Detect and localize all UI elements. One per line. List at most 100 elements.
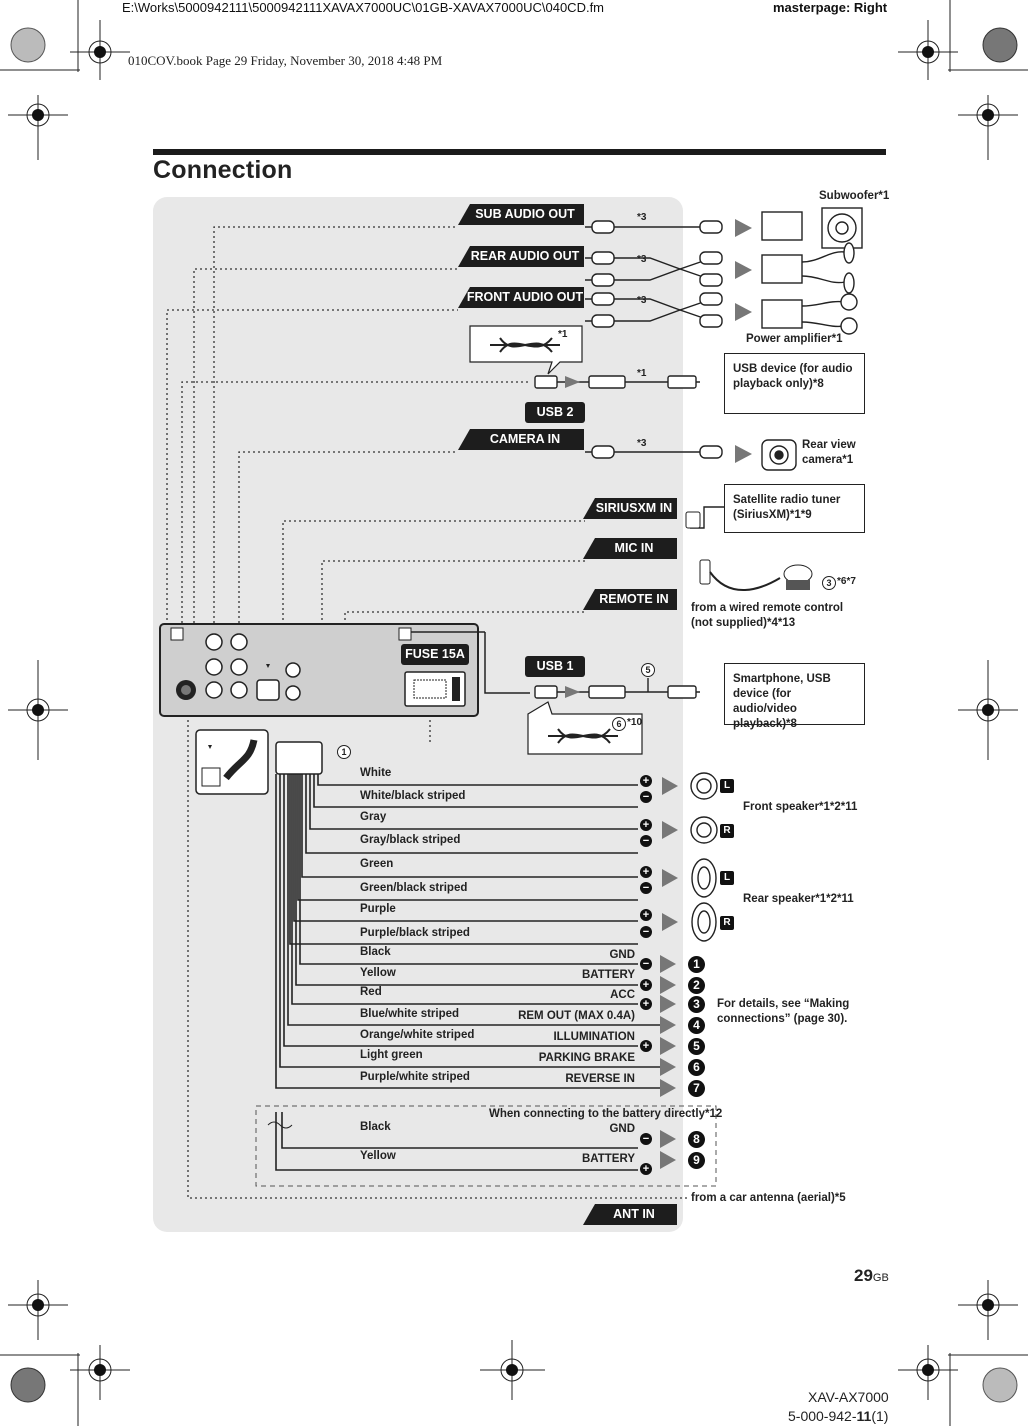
wire-function: GND [609,949,635,961]
channel-badge: R [720,824,734,838]
wire-label: Blue/white striped [360,1008,460,1020]
polarity-badge: + [640,998,652,1010]
usb-device-audio-box: USB device (for audio playback only)*8 [724,353,865,414]
sub-audio-out-terminal: SUB AUDIO OUT [458,204,584,225]
wire-label: Gray/black striped [360,834,461,846]
rear-speaker-label: Rear speaker*1*2*11 [743,893,854,905]
book-line: 010COV.book Page 29 Friday, November 30,… [128,53,443,68]
part-prefix: 5-000-942- [788,1408,857,1424]
connection-number: 5 [688,1038,705,1055]
for-details-label: For details, see “Making connections” (p… [717,998,850,1025]
footnote-camera: *3 [637,438,647,449]
wire-label: Black [360,1121,391,1133]
remote-in-terminal: REMOTE IN [583,589,677,610]
subwoofer-label: Subwoofer*1 [819,190,890,202]
wire-function: ACC [610,989,635,1001]
footnote-usb2-cable: *1 [558,329,568,340]
front-audio-out-terminal: FRONT AUDIO OUT [458,287,584,308]
polarity-badge: + [640,1163,652,1175]
connection-number: 9 [688,1152,705,1169]
connection-number: 4 [688,1017,705,1034]
part-bold: 11 [856,1408,872,1424]
wire-label: Light green [360,1049,423,1061]
polarity-badge: + [640,909,652,921]
masterpage-label: masterpage: Right [773,0,888,15]
smartphone-usb-box: Smartphone, USB device (for audio/video … [724,663,865,730]
circled-5-usb1: 5 [641,663,655,677]
wire-label: Purple [360,903,396,915]
rear-view-camera-label: Rear view camera*1 [802,439,856,466]
connection-number: 3 [688,996,705,1013]
satellite-tuner-box: Satellite radio tuner (SiriusXM)*1*9 [724,484,865,533]
circled-3-mic: 3 [822,576,836,590]
channel-badge: L [720,871,734,885]
connection-number: 8 [688,1131,705,1148]
wire-function: REVERSE IN [565,1073,635,1085]
wire-label: Red [360,986,382,998]
wire-function: GND [609,1123,635,1135]
wire-function: REM OUT (MAX 0.4A) [518,1010,635,1022]
footnote-mic: *6*7 [837,576,856,587]
wire-label: Black [360,946,391,958]
polarity-badge: − [640,926,652,938]
model-number: XAV-AX7000 [808,1389,889,1405]
usb1-terminal: USB 1 [525,656,585,677]
connection-number: 1 [688,956,705,973]
footnote-sub: *3 [637,212,647,223]
ant-in-terminal: ANT IN [583,1204,677,1225]
wire-label: Purple/black striped [360,927,470,939]
wire-function: BATTERY [581,1153,635,1165]
wire-function: BATTERY [581,969,635,981]
speaker-channels: L R L R [720,779,734,939]
power-amplifier-label: Power amplifier*1 [746,333,843,345]
wire-label: Orange/white striped [360,1029,475,1041]
channel-badge: L [720,779,734,793]
polarity-badge: − [640,1133,652,1145]
polarity-badge: + [640,1040,652,1052]
wire-label: Yellow [360,1150,396,1162]
fuse-label: FUSE 15A [401,644,469,665]
channel-badge: R [720,916,734,930]
polarity-badge: − [640,791,652,803]
page-number-value: 29 [854,1266,873,1285]
connection-number: 6 [688,1059,705,1076]
part-number: 5-000-942-11(1) [788,1408,888,1424]
battery-direct-label: When connecting to the battery directly*… [489,1108,723,1120]
wire-label: White [360,767,392,779]
front-speaker-label: Front speaker*1*2*11 [743,801,858,813]
mic-in-terminal: MIC IN [583,538,677,559]
polarity-badge: − [640,882,652,894]
circled-6-usb1-cable: 6 [612,717,626,731]
part-suffix: (1) [871,1408,889,1424]
connection-number: 2 [688,977,705,994]
rear-audio-out-terminal: REAR AUDIO OUT [458,246,584,267]
wire-label: Green/black striped [360,882,468,894]
wire-label: Yellow [360,967,396,979]
wire-label: Green [360,858,394,870]
polarity-badge: + [640,775,652,787]
footnote-usb1-cable: *10 [627,717,643,728]
footnote-rear: *3 [637,254,647,265]
wire-function: ILLUMINATION [553,1031,635,1043]
polarity-badge: − [640,835,652,847]
camera-in-terminal: CAMERA IN [458,429,584,450]
wire-function: PARKING BRAKE [538,1052,635,1064]
footnote-usb2: *1 [637,368,647,379]
polarity-badge: + [640,819,652,831]
wire-label: White/black striped [360,790,466,802]
page-title: Connection [153,156,293,184]
page-number-suffix: GB [872,1272,889,1284]
car-antenna-label: from a car antenna (aerial)*5 [691,1192,846,1204]
page-number: 29GB [854,1266,889,1286]
circled-1-harness: 1 [337,745,351,759]
siriusxm-in-terminal: SIRIUSXM IN [583,498,677,519]
usb2-terminal: USB 2 [525,402,585,423]
file-path: E:\Works\5000942111\5000942111XAVAX7000U… [122,0,605,15]
title-rule [153,149,886,155]
polarity-badge: + [640,866,652,878]
polarity-badge: − [640,958,652,970]
connection-number: 7 [688,1080,705,1097]
wire-label: Gray [360,811,387,823]
